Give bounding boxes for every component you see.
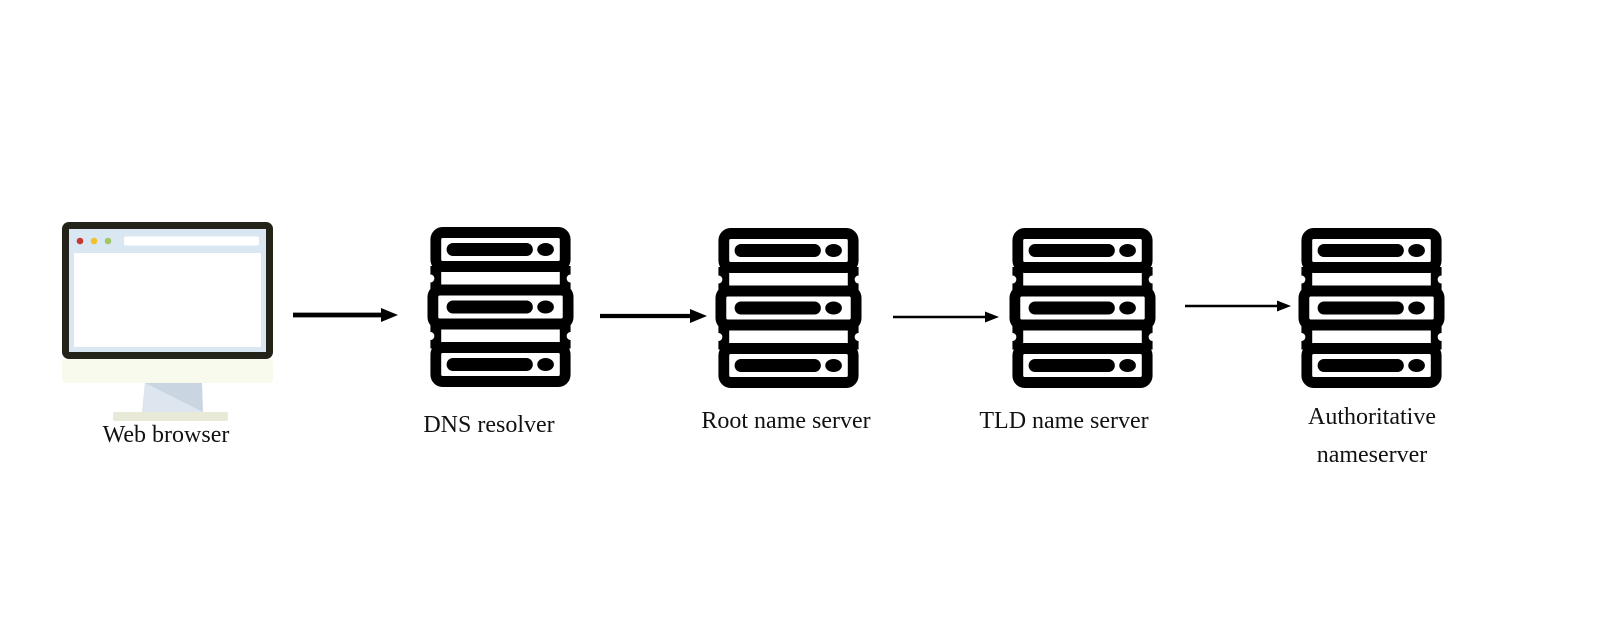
node-label-authoritative-nameserver: Authoritative nameserver (1308, 398, 1436, 474)
browser-viewport (74, 253, 261, 347)
flow-arrow-3-right-icon (893, 311, 999, 323)
label-line-2: nameserver (1316, 442, 1428, 468)
flow-arrow-4-right-icon (1185, 300, 1291, 312)
server-stack-icon (1009, 228, 1156, 388)
traffic-dot-green-icon (104, 237, 112, 245)
traffic-dot-yellow-icon (90, 237, 98, 245)
flow-arrow-1-right-icon (293, 308, 398, 322)
monitor-base (113, 412, 228, 421)
node-label-tld-name-server: TLD name server (979, 408, 1149, 434)
node-root-name-server (715, 228, 862, 388)
node-web-browser (62, 222, 273, 422)
label-line-1: Authoritative (1308, 404, 1436, 430)
node-label-web-browser: Web browser (102, 422, 230, 448)
node-label-root-name-server: Root name server (701, 408, 871, 434)
server-stack-icon (715, 228, 862, 388)
browser-monitor-icon (62, 222, 273, 421)
node-label-dns-resolver: DNS resolver (423, 412, 555, 438)
server-stack-icon (427, 227, 574, 387)
traffic-dot-red-icon (76, 237, 84, 245)
node-authoritative-nameserver (1298, 228, 1445, 388)
node-tld-name-server (1009, 228, 1156, 388)
node-dns-resolver (427, 227, 574, 387)
address-bar (124, 236, 259, 246)
flow-arrow-2-right-icon (600, 309, 707, 323)
server-stack-icon (1298, 228, 1445, 388)
